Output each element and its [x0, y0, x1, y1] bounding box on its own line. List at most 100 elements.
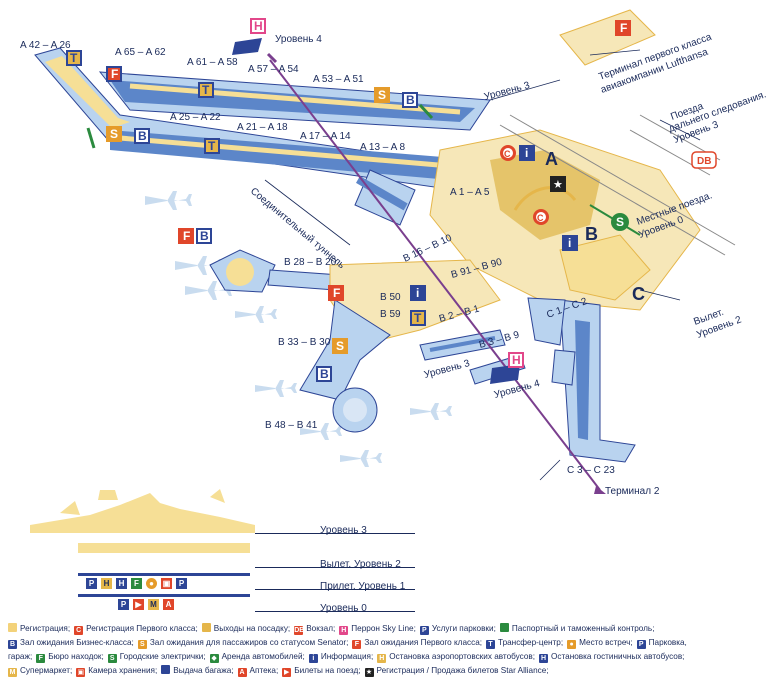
legend-text: Остановка аэропортовских автобусов; — [389, 652, 536, 661]
legend-symbol-icon — [499, 623, 509, 632]
gate-label: B 59 — [380, 309, 401, 320]
legend-symbol-icon: ● — [567, 640, 577, 649]
legend-text: Зал ожидания Бизнес-класса; — [20, 638, 134, 647]
parking-icon: P — [118, 599, 129, 610]
info-icon: i — [410, 285, 426, 301]
legend-text: Паспортный и таможенный контроль; — [511, 624, 655, 633]
skyline-track — [232, 38, 606, 494]
legend-item: ▣Камера хранения; — [76, 664, 157, 678]
svg-text:B: B — [320, 367, 329, 381]
db-label: DB — [697, 156, 711, 167]
arrival-level-icons: P H H F ● ▣ P — [86, 578, 187, 589]
svg-text:B: B — [406, 93, 415, 107]
leader-lines — [264, 49, 701, 481]
senator-lounge-icon: S — [106, 126, 122, 142]
gate-label: A 13 – A 8 — [360, 142, 405, 153]
legend-symbol-icon: ★ — [364, 668, 374, 677]
legend-symbol-icon: C — [74, 626, 84, 635]
parking-service-icon: P — [86, 578, 97, 589]
legend-text: Услуги парковки; — [431, 624, 496, 633]
level-2-label: Вылет. Уровень 2 — [320, 559, 401, 570]
star-alliance-icon: ★ — [550, 176, 566, 192]
level-band — [78, 543, 250, 553]
first-class-checkin-icon: C — [500, 145, 516, 161]
info-icon: i — [519, 145, 535, 161]
parking-icon: P — [176, 578, 187, 589]
lost-found-icon: F — [131, 578, 142, 589]
legend-text: Перрон Sky Line; — [351, 624, 416, 633]
legend-symbol-icon: ▣ — [76, 668, 86, 677]
svg-text:B: B — [200, 229, 209, 243]
legend-symbol-icon: P — [636, 640, 646, 649]
legend-symbol-icon: S — [107, 654, 117, 663]
legend-symbol-icon: S — [137, 640, 147, 649]
first-class-lounge-icon: F — [328, 285, 344, 301]
gate-label: B 50 — [380, 292, 401, 303]
svg-text:C: C — [504, 149, 511, 159]
hall-b-letter: B — [585, 224, 598, 244]
svg-text:★: ★ — [553, 178, 563, 191]
legend-text: Зал ожидания Первого класса; — [364, 638, 483, 647]
level-line — [255, 533, 415, 534]
legend-text: Регистрация / Продажа билетов Star Allia… — [376, 666, 549, 675]
legend-symbol-icon: DB — [294, 626, 305, 635]
svg-text:T: T — [414, 311, 422, 325]
svg-text:i: i — [416, 286, 419, 300]
senator-lounge-icon: S — [374, 87, 390, 103]
legend-symbol-icon: H — [339, 626, 349, 635]
level4-label: Уровень 4 — [275, 34, 322, 45]
legend-symbol-icon: F — [352, 640, 362, 649]
terminal-a — [34, 47, 701, 320]
lufthansa-first-class-terminal — [559, 9, 656, 66]
svg-text:S: S — [378, 88, 386, 102]
legend-item: Выходы на посадку; — [201, 622, 290, 636]
first-class-lounge-icon: F — [106, 66, 122, 82]
legend-symbol-icon: H — [377, 654, 387, 663]
gate-label: A 53 – A 51 — [313, 74, 364, 85]
hall-c-letter: C — [632, 284, 645, 304]
gate-label: C 3 – C 23 — [567, 465, 615, 476]
db-station: DB — [691, 151, 717, 169]
gate-label: A 17 – A 14 — [300, 131, 351, 142]
legend-text: гараж; — [8, 652, 33, 661]
senator-lounge-icon: S — [332, 338, 348, 354]
svg-text:H: H — [512, 353, 521, 367]
legend-item: Паспортный и таможенный контроль; — [499, 622, 655, 636]
legend-symbol-icon: A — [237, 668, 247, 677]
transfer-icon: T — [198, 82, 214, 98]
legend-symbol-icon: ◆ — [209, 654, 219, 663]
legend-symbol-icon — [161, 665, 171, 674]
legend-symbol-icon: ▶ — [282, 668, 292, 677]
meeting-point-icon: ● — [146, 578, 157, 589]
legend-text: Городские электрички; — [119, 652, 206, 661]
svg-text:F: F — [620, 21, 627, 35]
svg-text:B: B — [138, 129, 147, 143]
legend-text: Супермаркет; — [20, 666, 73, 675]
level3-b-label: Уровень 3 — [423, 358, 472, 381]
legend-text: Парковка, — [648, 638, 687, 647]
legend-item: Выдача багажа; — [161, 664, 234, 678]
legend-text: Регистрация; — [20, 624, 71, 633]
legend-text: Трансфер-центр; — [498, 638, 564, 647]
level-line — [255, 589, 415, 590]
terminal-profile — [30, 489, 255, 533]
first-class-checkin-icon: C — [533, 209, 549, 225]
legend-item: ◆Аренда автомобилей; — [209, 650, 305, 664]
level-band — [78, 594, 250, 597]
gate-label: A 57 – A 54 — [248, 64, 299, 75]
